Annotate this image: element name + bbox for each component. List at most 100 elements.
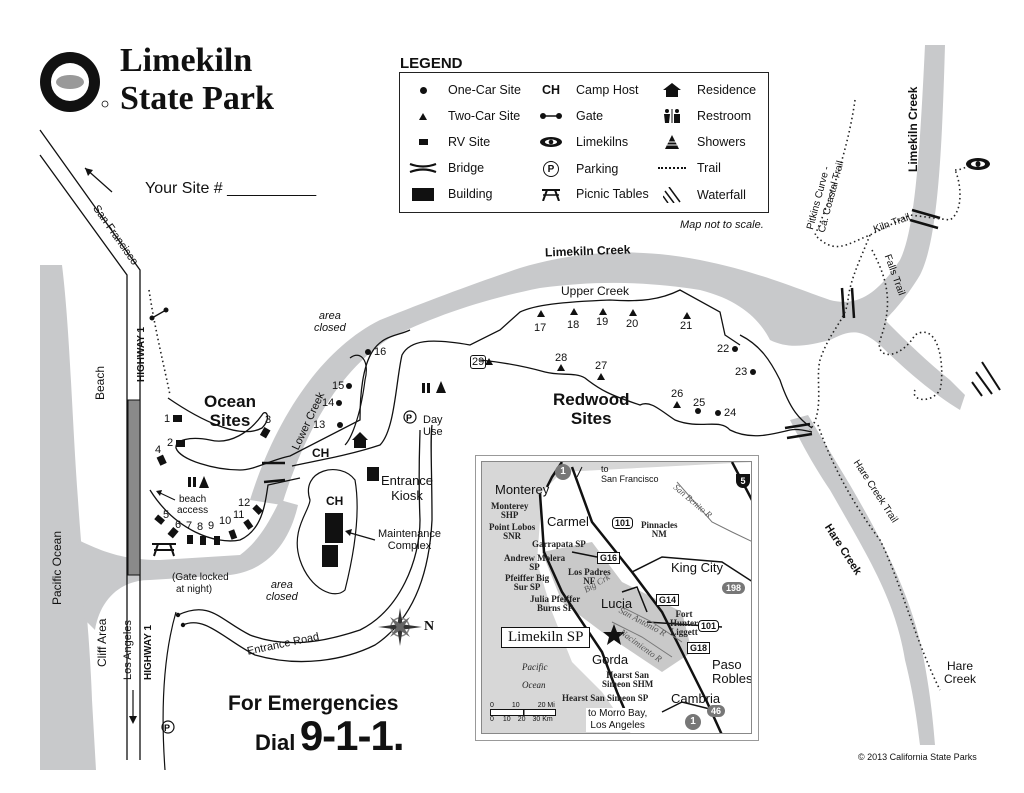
site-number: 1 [164, 413, 171, 425]
legend-item-residence: Residence [655, 83, 756, 97]
inset-label-king-city: King City [671, 560, 724, 575]
legend-label: Limekilns [576, 135, 629, 149]
site-number: 8 [197, 521, 204, 533]
shield-ca-198: 198 [722, 582, 746, 594]
legend-label: Camp Host [576, 83, 639, 97]
inset-label-ocean: Ocean [522, 680, 546, 690]
site-number: 19 [596, 316, 609, 328]
svg-text:P: P [164, 723, 170, 733]
limekilns-icon [534, 136, 568, 148]
highway-bridge [127, 399, 141, 576]
one-car-site-icon [406, 86, 440, 94]
restroom-icon [188, 383, 430, 487]
legend: One-Car Site Two-Car Site RV Site Bridge… [399, 72, 769, 213]
title-line-1: Limekiln [120, 42, 253, 79]
site-number: 15 [332, 380, 345, 392]
legend-label: Trail [697, 161, 721, 175]
camp-host-icon: CH [326, 494, 344, 508]
label-limekiln-creek-north: Limekiln Creek [906, 86, 920, 172]
site-number: 10 [219, 515, 232, 527]
rv-sites [154, 415, 271, 545]
site-number: 23 [735, 366, 748, 378]
showers-icon [655, 135, 689, 149]
trail-icon [655, 167, 689, 169]
shield-us-101-top: 101 [612, 517, 634, 529]
shield-i-5: 5 [736, 474, 750, 488]
bridge-icon [406, 162, 440, 174]
legend-item-camp-host: CH Camp Host [534, 83, 639, 97]
emergency-number: 9-1-1. [299, 712, 405, 759]
site-number: 11 [233, 509, 245, 521]
site-number: 20 [626, 318, 639, 330]
legend-item-picnic-tables: Picnic Tables [534, 187, 649, 201]
label-beach: Beach [93, 365, 107, 400]
picnic-table-icon [152, 543, 176, 557]
inset-label-cambria: Cambria [671, 691, 721, 706]
svg-text:P: P [406, 413, 412, 423]
waterfall-icon [655, 187, 689, 203]
site-number: 17 [534, 322, 547, 334]
legend-label: One-Car Site [448, 83, 521, 97]
site-number: 27 [595, 360, 608, 372]
bridge-5 [909, 208, 941, 230]
shield-hwy-1-top: 1 [555, 464, 571, 480]
limekiln-star-icon [603, 624, 625, 645]
site-number: 14 [322, 397, 335, 409]
legend-item-building: Building [406, 187, 492, 201]
bridge-3 [784, 422, 813, 440]
shield-hwy-1-bottom: 1 [685, 714, 701, 730]
residence-icon [352, 432, 368, 448]
site-number: 26 [671, 388, 684, 400]
shield-us-101-bottom: 101 [698, 620, 720, 632]
inset-map-graphics [537, 462, 751, 733]
site-number: 12 [238, 497, 251, 509]
one-car-sites [336, 346, 756, 428]
dial-label: Dial [255, 730, 296, 755]
rv-site-icon [406, 139, 440, 145]
legend-label: Gate [576, 109, 604, 123]
compass-rose-icon [378, 608, 422, 646]
legend-label: Showers [697, 135, 746, 149]
label-upper-creek: Upper Creek [561, 284, 630, 298]
site-number: 29 [470, 355, 487, 369]
inset-label-pacific: Pacific [522, 662, 548, 672]
site-number: 21 [680, 320, 693, 332]
site-number: 16 [374, 346, 387, 358]
legend-label: Parking [576, 162, 619, 176]
legend-label: Restroom [697, 109, 752, 123]
inset-map-body: San Benito R Big Crk San Antonio R Nacim… [481, 461, 752, 734]
limekiln-creek [250, 45, 965, 505]
showers-icon [199, 381, 446, 488]
inset-label-to-morro-bay: to Morro Bay,Los Angeles [586, 708, 650, 732]
legend-label: Two-Car Site [448, 109, 521, 123]
waterfall-icon [971, 361, 1001, 397]
label-highway-1-south: HIGHWAY 1 [143, 624, 154, 680]
emergency-heading: For Emergencies [228, 692, 399, 715]
legend-label: Bridge [448, 161, 485, 175]
emergency-dial: Dial 9-1-1. [255, 712, 405, 760]
title-line-2: State Park [120, 80, 274, 117]
legend-item-gate: Gate [534, 109, 603, 123]
site-number: 28 [555, 352, 568, 364]
legend-item-showers: Showers [655, 135, 746, 149]
north-indicator: N [424, 619, 435, 634]
hare-creek-band [790, 415, 935, 745]
building-icon [406, 187, 440, 201]
site-number: 22 [717, 343, 730, 355]
site-number: 25 [693, 397, 706, 409]
camp-host-icon: CH [541, 83, 561, 97]
creek-mouth [78, 500, 298, 630]
